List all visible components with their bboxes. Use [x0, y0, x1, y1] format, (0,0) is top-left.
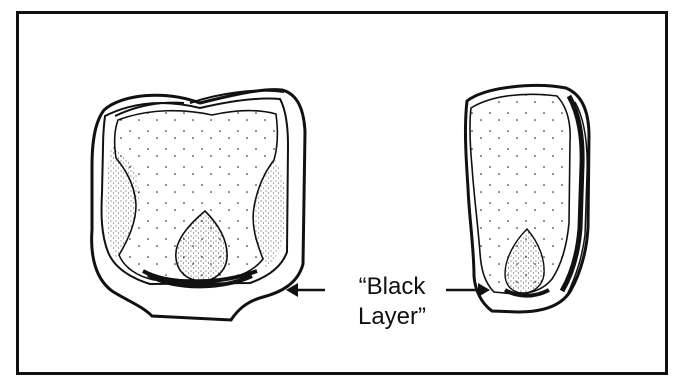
right-kernel	[465, 86, 589, 312]
callout-label-line-2: Layer”	[319, 302, 465, 332]
left-kernel	[92, 90, 305, 320]
callout-label-line-1: “Black	[319, 272, 465, 302]
